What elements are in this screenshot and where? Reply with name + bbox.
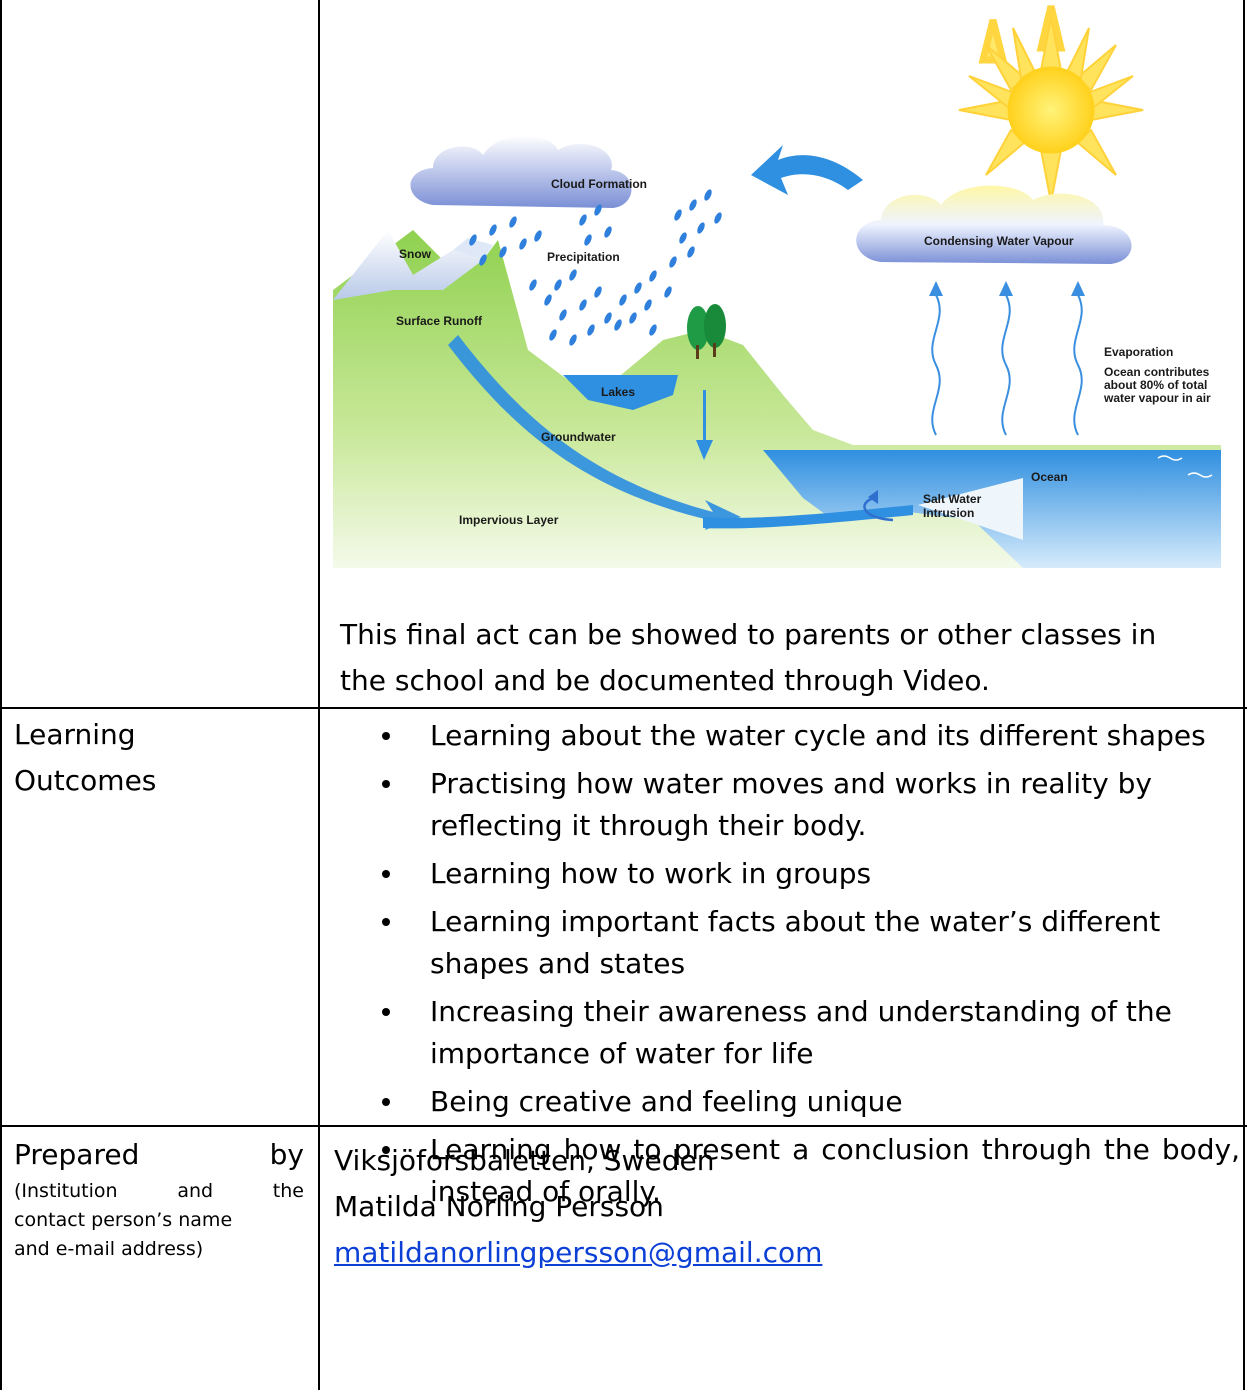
label-note: and e-mail address) <box>14 1238 204 1260</box>
bullet-icon <box>382 870 390 878</box>
final-act-paragraph: This final act can be showed to parents … <box>340 612 1240 704</box>
label-line: Learning <box>14 718 136 751</box>
email-link[interactable]: matildanorlingpersson@gmail.com <box>334 1236 823 1269</box>
list-item: Learning how to work in groups <box>340 853 1240 895</box>
institution-name: Viksjöforsbaletten, Sweden <box>334 1144 715 1177</box>
snow-mountain <box>333 230 483 300</box>
label-evaporation-note-2: about 80% of total <box>1104 378 1207 392</box>
label-surface-runoff: Surface Runoff <box>396 314 483 328</box>
list-item: Being creative and feeling unique <box>340 1081 1240 1123</box>
label-cloud-formation: Cloud Formation <box>551 177 647 191</box>
bullet-icon <box>382 1098 390 1106</box>
infiltration-arrow <box>696 390 713 460</box>
precipitation-drops <box>469 189 722 346</box>
sun-icon <box>958 5 1144 203</box>
label-intrusion: Intrusion <box>923 506 974 520</box>
final-act-line: the school and be documented through Vid… <box>340 664 990 697</box>
label-salt-water: Salt Water <box>923 492 982 506</box>
label-note: (Institution <box>14 1180 118 1202</box>
label-impervious-layer: Impervious Layer <box>459 513 559 527</box>
table-border-left <box>0 0 2 1390</box>
prepared-by-details: Viksjöforsbaletten, Sweden Matilda Norli… <box>334 1138 1234 1276</box>
label-condensing-water-vapour: Condensing Water Vapour <box>924 234 1074 248</box>
label-lakes: Lakes <box>601 385 635 399</box>
water-cycle-diagram: Cloud Formation Condensing Water Vapour … <box>333 0 1221 568</box>
list-item: Learning important facts about the water… <box>340 901 1240 985</box>
label-note: contact person’s name <box>14 1209 233 1231</box>
table-row-divider <box>0 707 1247 709</box>
list-item: Increasing their awareness and understan… <box>340 991 1240 1075</box>
learning-outcomes-list: Learning about the water cycle and its d… <box>340 715 1240 1219</box>
label-precipitation: Precipitation <box>547 250 620 264</box>
table-column-divider <box>318 0 320 1390</box>
label-note: and <box>177 1180 214 1202</box>
evaporation-arrows <box>931 294 1083 436</box>
bullet-icon <box>382 918 390 926</box>
label-evaporation-note-3: water vapour in air <box>1103 391 1211 405</box>
label-evaporation-note-1: Ocean contributes <box>1104 365 1210 379</box>
bullet-icon <box>382 732 390 740</box>
bullet-icon <box>382 1008 390 1016</box>
label-ocean: Ocean <box>1031 470 1068 484</box>
ocean-waves <box>1127 437 1213 478</box>
bullet-icon <box>382 1146 390 1154</box>
label-snow: Snow <box>399 247 432 261</box>
label-note: the <box>272 1180 304 1202</box>
label-evaporation: Evaporation <box>1104 345 1173 359</box>
final-act-line: This final act can be showed to parents … <box>340 618 1157 651</box>
contact-person-name: Matilda Norling Persson <box>334 1190 664 1223</box>
condensing-cloud <box>856 185 1132 264</box>
prepared-by-label: Prepared by (Institution and the contact… <box>14 1133 304 1264</box>
label-word: Prepared <box>14 1138 140 1171</box>
label-line: Outcomes <box>14 764 157 797</box>
table-border-right <box>1243 0 1245 1390</box>
list-item: Practising how water moves and works in … <box>340 763 1240 847</box>
learning-outcomes-label: Learning Outcomes <box>14 712 304 804</box>
table-row-divider <box>0 1125 1247 1127</box>
label-word: by <box>269 1138 304 1171</box>
bullet-icon <box>382 780 390 788</box>
vapour-transport-arrow <box>751 145 863 195</box>
list-item: Learning how to present a conclusion thr… <box>340 1129 1240 1213</box>
label-groundwater: Groundwater <box>541 430 616 444</box>
cloud-formation-cloud <box>410 135 632 208</box>
lake-shape <box>563 375 678 410</box>
water-cycle-illustration: Cloud Formation Condensing Water Vapour … <box>333 5 1221 568</box>
tree-icon <box>687 304 726 359</box>
list-item: Learning about the water cycle and its d… <box>340 715 1240 757</box>
